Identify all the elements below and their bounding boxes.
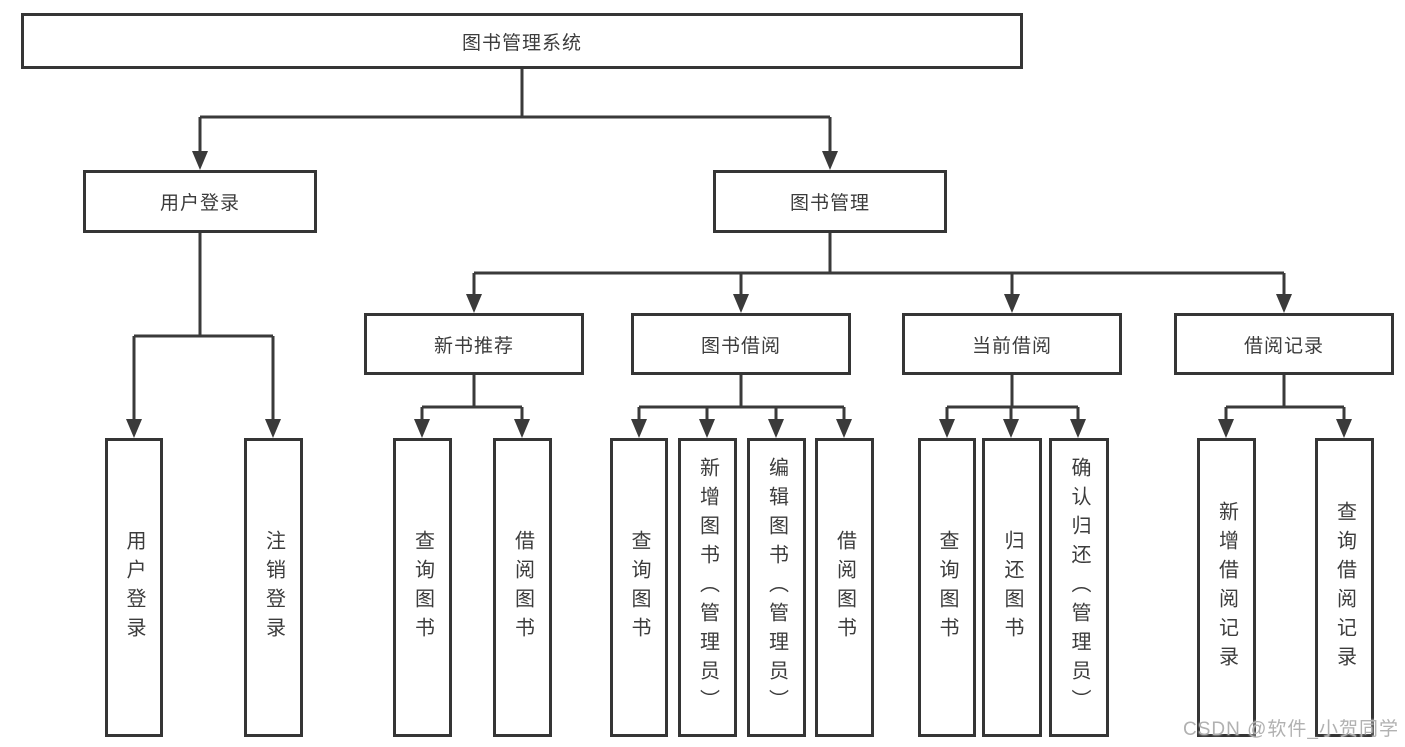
leaf-user-login: 用户登录 — [105, 438, 163, 737]
node-label: 借阅记录 — [1243, 335, 1324, 357]
node-label: 归还图书 — [1001, 529, 1023, 646]
node-book-borrowing: 图书借阅 — [631, 313, 851, 375]
arrowheads — [126, 151, 1352, 438]
node-label: 注销登录 — [262, 529, 285, 646]
node-new-book-recommendation: 新书推荐 — [364, 313, 584, 375]
node-label: 编辑图书（管理员） — [765, 457, 788, 718]
leaf-confirm-return-admin: 确认归还（管理员） — [1049, 438, 1109, 737]
connector-stems — [132, 69, 1346, 424]
leaf-return-books: 归还图书 — [982, 438, 1042, 737]
leaf-add-books-admin: 新增图书（管理员） — [678, 438, 737, 737]
leaf-query-books-recommend: 查询图书 — [393, 438, 452, 737]
node-label: 借阅图书 — [511, 529, 534, 646]
node-label: 用户登录 — [123, 529, 145, 646]
leaf-logout: 注销登录 — [244, 438, 303, 737]
leaf-borrow-books: 借阅图书 — [815, 438, 874, 737]
node-book-management: 图书管理 — [713, 170, 947, 233]
node-label: 用户登录 — [159, 193, 240, 214]
node-label: 新书推荐 — [433, 335, 514, 357]
node-label: 图书借阅 — [700, 335, 781, 357]
node-label: 图书管理 — [789, 193, 870, 214]
node-label: 查询借阅记录 — [1333, 500, 1356, 675]
csdn-watermark: CSDN @软件_小贺同学 — [1183, 719, 1399, 740]
node-label: 查询图书 — [411, 529, 434, 646]
node-label: 新增借阅记录 — [1215, 500, 1238, 675]
node-label: 借阅图书 — [833, 529, 856, 646]
leaf-query-borrow-record: 查询借阅记录 — [1315, 438, 1374, 737]
node-label: 当前借阅 — [971, 335, 1052, 357]
leaf-add-borrow-record: 新增借阅记录 — [1197, 438, 1256, 737]
node-current-borrowing: 当前借阅 — [902, 313, 1122, 375]
node-label: 确认归还（管理员） — [1068, 457, 1090, 718]
node-label: 新增图书（管理员） — [696, 457, 719, 718]
leaf-query-books-current: 查询图书 — [918, 438, 976, 737]
leaf-edit-books-admin: 编辑图书（管理员） — [747, 438, 806, 737]
leaf-query-books-borrowing: 查询图书 — [610, 438, 668, 737]
node-label: 图书管理系统 — [461, 32, 582, 54]
node-label: 查询图书 — [628, 529, 650, 646]
node-label: 查询图书 — [936, 529, 958, 646]
node-library-management-system: 图书管理系统 — [21, 13, 1023, 69]
leaf-borrow-books-recommend: 借阅图书 — [493, 438, 552, 737]
node-user-login: 用户登录 — [83, 170, 317, 233]
node-borrowing-records: 借阅记录 — [1174, 313, 1394, 375]
